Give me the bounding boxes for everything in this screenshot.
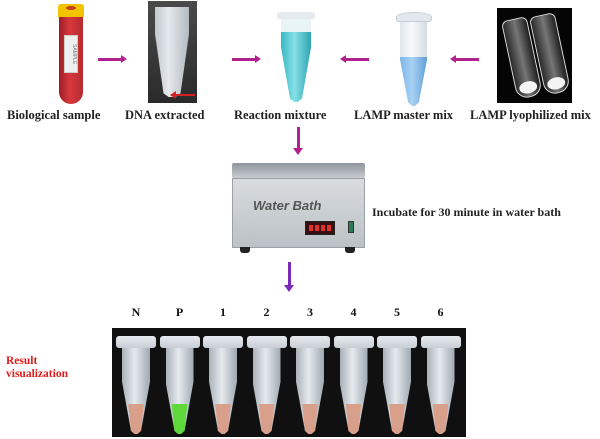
result-tube-n (116, 336, 156, 434)
lane-label: 6 (437, 305, 444, 319)
water-bath-lid (232, 163, 365, 178)
tube-cap (396, 12, 432, 22)
step-label-reaction-mixture: Reaction mixture (234, 108, 327, 122)
tube-cap (290, 336, 330, 348)
tube-cap (420, 336, 461, 348)
result-tubes-photo (112, 328, 466, 437)
temperature-display (305, 221, 335, 235)
result-tube-2 (246, 336, 287, 434)
result-heading-line1: Result (6, 355, 38, 367)
result-tube-6 (420, 336, 461, 434)
extracted-tube (155, 7, 189, 97)
step-label-lamp-lyophilized-mix: LAMP lyophilized mix (470, 108, 591, 122)
dna-extracted-photo (148, 1, 197, 103)
lane-label: 2 (263, 305, 270, 319)
positive-liquid (171, 404, 188, 434)
lane-label: 5 (394, 305, 400, 319)
result-tube-4 (333, 336, 374, 434)
lane-label: P (175, 305, 184, 319)
tube-cap (246, 336, 287, 348)
lamp-master-mix-tube-image (396, 12, 432, 106)
tube-cap (58, 4, 84, 18)
lane-label: N (131, 305, 141, 319)
result-tube-5 (377, 336, 417, 434)
water-bath-foot (345, 247, 355, 253)
step-label-lamp-master-mix: LAMP master mix (354, 108, 454, 122)
step-label-dna-extracted: DNA extracted (125, 108, 205, 122)
water-bath-brand: Water Bath (253, 198, 322, 213)
tube-cap (333, 336, 374, 348)
negative-liquid (128, 404, 144, 434)
water-bath-image: Water Bath (232, 163, 365, 255)
tube-cap (277, 12, 315, 19)
lane-label: 4 (350, 305, 357, 319)
power-switch (348, 221, 354, 233)
tube-body: SAMPLE (59, 17, 83, 104)
tube-cap (116, 336, 156, 348)
arrow-left-icon (340, 55, 369, 63)
result-tube-1 (203, 336, 243, 434)
result-heading-line2: visualization (6, 368, 68, 380)
arrow-left-icon (450, 55, 479, 63)
arrow-right-icon (98, 55, 127, 63)
result-tube-p (159, 336, 200, 434)
negative-liquid (258, 404, 275, 434)
sample-sticker: SAMPLE (64, 35, 78, 73)
negative-liquid (432, 404, 449, 434)
tube-cap (377, 336, 417, 348)
biological-sample-tube-image: SAMPLE (58, 4, 84, 104)
arrow-down-icon (284, 262, 294, 292)
negative-liquid (389, 404, 405, 434)
step-label-biological-sample: Biological sample (7, 108, 101, 122)
water-bath-body: Water Bath (232, 178, 365, 248)
tube-upper (281, 18, 311, 32)
reaction-mixture-tube-image (277, 12, 315, 102)
result-tube-3 (290, 336, 330, 434)
result-visualization-heading: Result visualization (6, 355, 68, 381)
negative-liquid (215, 404, 231, 434)
blue-liquid (400, 57, 427, 106)
pellet-pointer-arrow-icon (170, 91, 195, 99)
lane-label: 1 (220, 305, 226, 319)
tube-cap (203, 336, 243, 348)
tube-cap (159, 336, 200, 348)
negative-liquid (345, 404, 362, 434)
incubation-caption: Incubate for 30 minute in water bath (372, 205, 561, 219)
lamp-lyophilized-mix-photo (497, 8, 572, 103)
arrow-down-icon (293, 127, 303, 155)
lane-label: 3 (307, 305, 313, 319)
water-bath-foot (240, 247, 250, 253)
arrow-right-icon (232, 55, 261, 63)
negative-liquid (302, 404, 318, 434)
